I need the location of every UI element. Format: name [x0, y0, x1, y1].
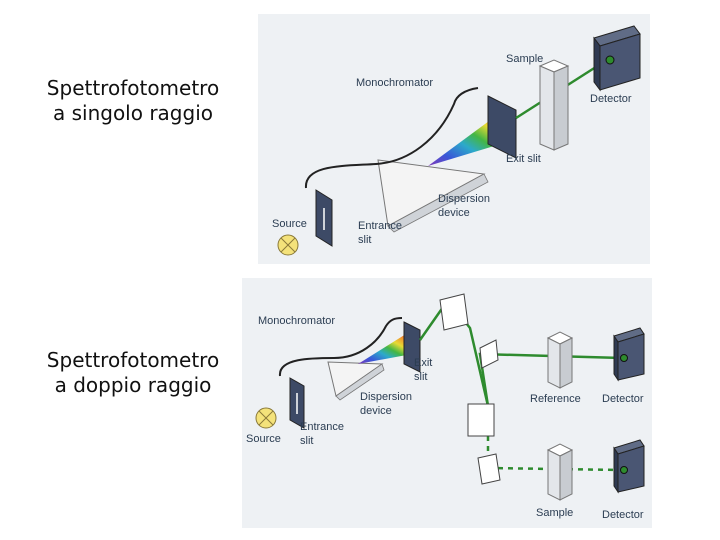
label-exit: Exit — [414, 357, 432, 369]
label-source: Source — [272, 218, 307, 230]
label-entrance-slit: slit — [300, 435, 313, 447]
label-sample: Sample — [506, 53, 543, 65]
monochromator-brace — [304, 87, 479, 189]
label-monochromator: Monochromator — [356, 77, 433, 89]
mirror-top-icon — [439, 293, 469, 331]
label-detector: Detector — [590, 93, 632, 105]
label-device: device — [360, 405, 392, 417]
label-exit-slit: slit — [414, 371, 427, 383]
label-entrance: Entrance — [358, 220, 402, 232]
label-dispersion: Dispersion — [438, 193, 490, 205]
single-beam-diagram: Sample Monochromator Detector Exit slit … — [258, 14, 650, 264]
caption-single-beam: Spettrofotometro a singolo raggio — [28, 76, 238, 126]
spectrum-fan — [358, 334, 412, 364]
label-device: device — [438, 207, 470, 219]
label-reference: Reference — [530, 393, 581, 405]
label-monochromator: Monochromator — [258, 315, 335, 327]
caption-double-line1: Spettrofotometro — [46, 348, 220, 372]
reference-cuvette-icon — [547, 337, 561, 389]
label-source: Source — [246, 433, 281, 445]
label-dispersion: Dispersion — [360, 391, 412, 403]
mirror-bottom-icon — [477, 453, 501, 485]
exit-slit-icon — [403, 321, 421, 373]
label-exit-slit: Exit slit — [506, 153, 541, 165]
label-detector-bottom: Detector — [602, 509, 644, 521]
detector-top-icon — [617, 333, 645, 381]
caption-double-beam: Spettrofotometro a doppio raggio — [28, 348, 238, 398]
double-beam-diagram: Monochromator Exit slit Dispersion devic… — [242, 278, 652, 528]
label-detector-top: Detector — [602, 393, 644, 405]
green-beam-dashed-sample — [487, 466, 623, 472]
beam-chopper-icon — [467, 403, 495, 437]
caption-double-line2: a doppio raggio — [54, 373, 212, 397]
mirror-middle-icon — [479, 339, 499, 369]
label-slit: slit — [358, 234, 371, 246]
detector-icon — [599, 33, 641, 91]
caption-single-line2: a singolo raggio — [52, 101, 213, 125]
sample-cuvette-icon — [539, 65, 555, 151]
monochromator-brace — [279, 317, 403, 377]
caption-single-line1: Spettrofotometro — [46, 76, 220, 100]
exit-slit-icon — [487, 95, 517, 159]
detector-bottom-icon — [617, 445, 645, 493]
label-sample: Sample — [536, 507, 573, 519]
green-beam-reference — [478, 352, 623, 407]
sample-cuvette-icon — [547, 449, 561, 501]
label-entrance: Entrance — [300, 421, 344, 433]
